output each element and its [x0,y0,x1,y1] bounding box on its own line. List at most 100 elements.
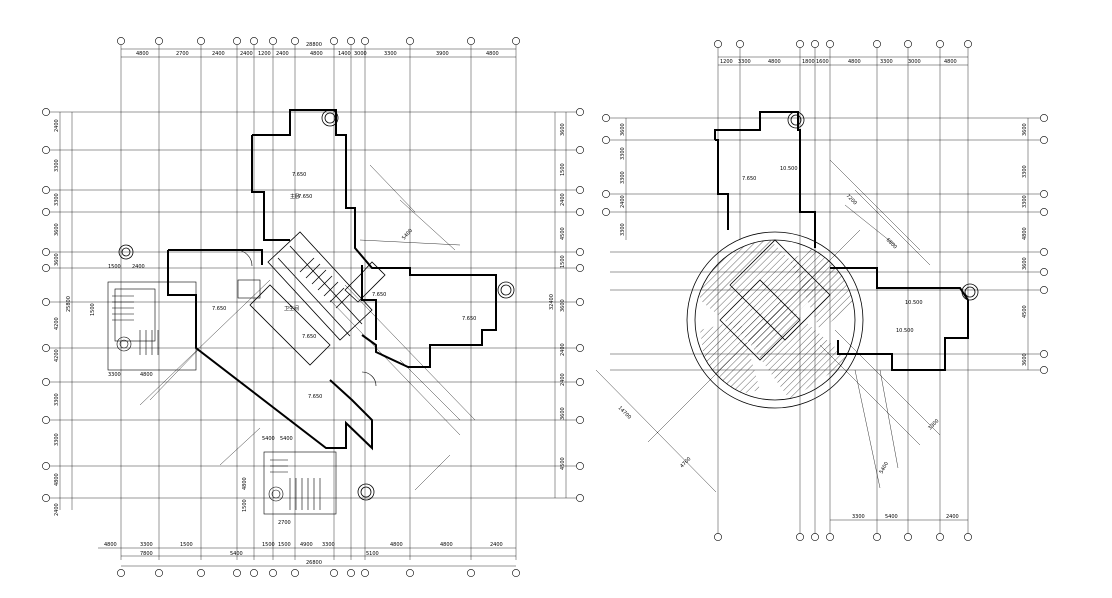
grid-axis-bubble [576,186,584,194]
dim: 1500 [180,542,193,548]
grid-axis-bubble [250,37,258,45]
left-bottom-total: 26800 [306,560,322,566]
dim: 4800 [140,372,153,378]
left-columns [118,109,515,501]
dim: 3300 [54,193,60,206]
room-code-label: 卫生间 [284,305,299,312]
room-level-label: 7.650 [298,194,312,200]
dim: 4800 [486,51,499,57]
dim: 3600 [560,123,566,136]
dim: 5400 [885,514,898,520]
room-level-label: 7.650 [212,306,226,312]
grid-axis-bubble [155,569,163,577]
room-level-label: 7.650 [302,334,316,340]
dim: 3300 [54,393,60,406]
left-top-dimension-line [121,48,516,58]
grid-axis-bubble [269,569,277,577]
dim: 3600 [54,253,60,266]
dim: 3300 [54,159,60,172]
dim: 2400 [212,51,225,57]
right-floor-plan [595,45,1040,540]
grid-axis-bubble [602,208,610,216]
grid-axis-bubble [42,344,50,352]
dim: 4500 [560,227,566,240]
grid-axis-bubble [1040,350,1048,358]
grid-axis-bubble [406,37,414,45]
dim: 4800 [242,477,248,490]
dim: 3300 [108,372,121,378]
dim: 1500 [242,499,248,512]
grid-axis-bubble [42,378,50,386]
dim: 3300 [620,223,626,236]
right-side-dimension-line [625,118,1029,370]
grid-axis-bubble [155,37,163,45]
dim: 4200 [54,317,60,330]
grid-axis-bubble [936,40,944,48]
dim: 3000 [908,59,921,65]
dim: 1500 [262,542,275,548]
grid-axis-bubble [811,533,819,541]
left-diagonal-lines [139,164,476,491]
room-level-label: 7.650 [372,292,386,298]
grid-axis-bubble [964,533,972,541]
dim: 2400 [946,514,959,520]
right-horizontal-grid-lines [610,117,1040,371]
dim: 1400 [338,51,351,57]
room-level-label: 7.650 [308,394,322,400]
grid-axis-bubble [576,248,584,256]
left-vertical-grid-lines [120,45,517,560]
dim: 4800 [1022,227,1028,240]
grid-axis-bubble [467,569,475,577]
right-diagonal-wall-block [719,239,831,361]
dim: 7800 [140,551,153,557]
dim: 2400 [560,343,566,356]
grid-axis-bubble [1040,248,1048,256]
dim: 2400 [240,51,253,57]
grid-axis-bubble [576,416,584,424]
right-columns [787,111,979,301]
right-plan-text: 1200 3300 4800 1800 1600 4800 3300 3000 … [617,59,1028,520]
dim: 1200 [720,59,733,65]
dim: 3300 [880,59,893,65]
grid-axis-bubble [904,533,912,541]
dim: 2700 [278,520,291,526]
dim: 1200 [258,51,271,57]
grid-axis-bubble [576,108,584,116]
right-rotunda-hatch [700,240,855,400]
dim: 5400 [879,461,891,475]
grid-axis-bubble [936,533,944,541]
grid-axis-bubble [330,569,338,577]
grid-axis-bubble [796,533,804,541]
grid-axis-bubble [233,569,241,577]
grid-axis-bubble [42,186,50,194]
dim: 3300 [384,51,397,57]
grid-axis-bubble [1040,268,1048,276]
left-stair-top [107,281,197,371]
room-level-label: 7.650 [462,316,476,322]
grid-axis-bubble [714,40,722,48]
dim: 14700 [617,405,632,420]
left-doors [235,249,377,387]
dim: 4800 [768,59,781,65]
grid-axis-bubble [796,40,804,48]
dim: 5400 [401,228,414,241]
dim: 4800 [944,59,957,65]
dim: 3300 [322,542,335,548]
right-top-dimension-line [718,56,968,66]
left-horizontal-grid-lines [45,111,580,499]
grid-axis-bubble [1040,136,1048,144]
left-plan-text: 28800 4800 2700 2400 2400 1200 2400 4800… [54,42,566,566]
grid-axis-bubble [1040,114,1048,122]
grid-axis-bubbles [42,37,1048,577]
grid-axis-bubble [576,494,584,502]
grid-axis-bubble [826,40,834,48]
dim: 4800 [440,542,453,548]
dim: 4800 [848,59,861,65]
grid-axis-bubble [576,146,584,154]
grid-axis-bubble [873,40,881,48]
left-side-dimension-line [59,112,567,510]
dim: 3300 [927,418,940,431]
room-level-label: 7.650 [292,172,306,178]
dim: 2400 [132,264,145,270]
